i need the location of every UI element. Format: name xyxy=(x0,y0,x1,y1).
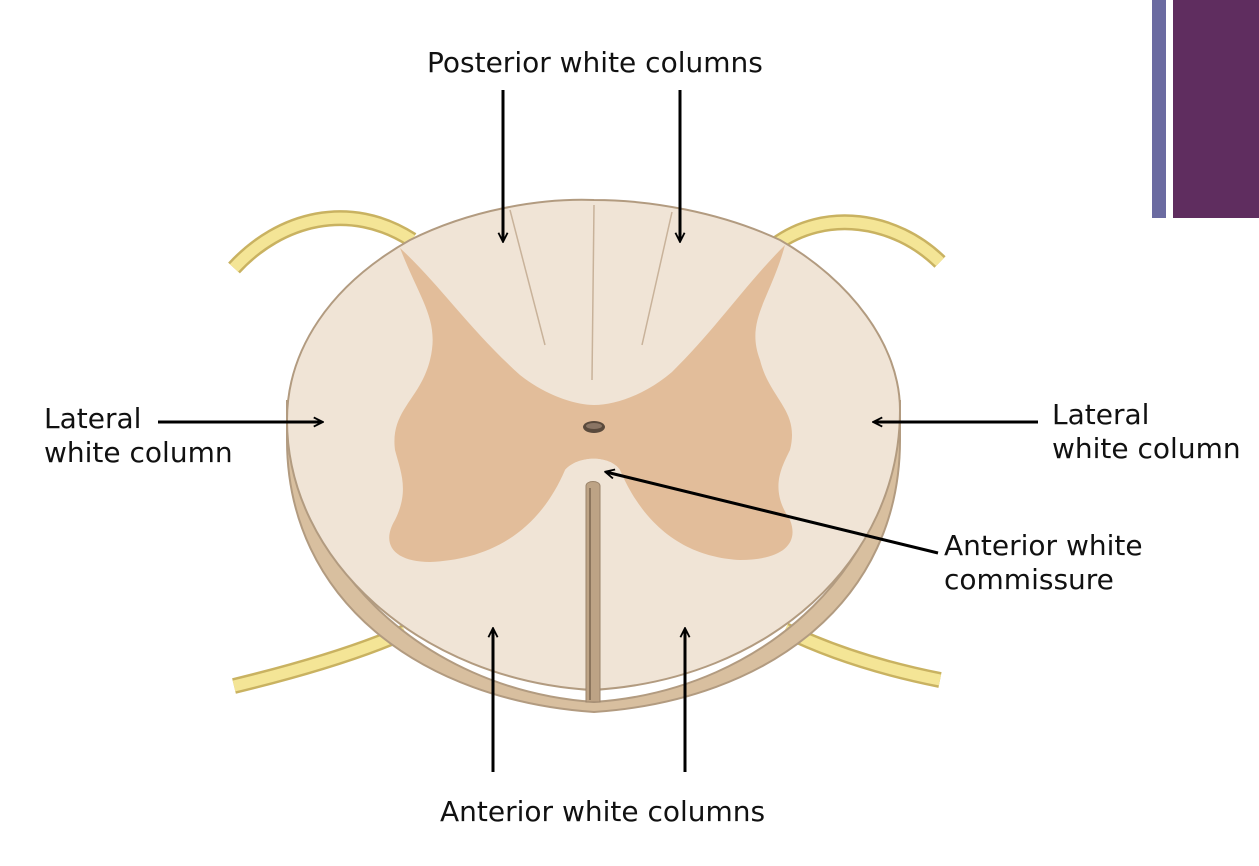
label-lateral-right-line-2: white column xyxy=(1052,432,1241,465)
gray-matter xyxy=(389,245,793,562)
label-posterior-white-columns: Posterior white columns xyxy=(427,46,763,79)
label-anterior-white-commissure: Anterior white commissure xyxy=(944,529,1143,597)
label-lateral-left-line-2: white column xyxy=(44,436,233,469)
anterior-median-fissure xyxy=(585,481,601,703)
label-lateral-left-line-1: Lateral xyxy=(44,402,142,435)
posterior-intermediate-septum-left xyxy=(509,209,546,346)
corner-accent-bar-wide xyxy=(1173,0,1259,218)
label-commissure-line-1: Anterior white xyxy=(944,529,1143,562)
posterior-intermediate-septum-right xyxy=(641,211,673,346)
label-anterior-white-columns: Anterior white columns xyxy=(440,795,766,828)
label-commissure-line-2: commissure xyxy=(944,563,1114,596)
corner-accent-bar-thin xyxy=(1152,0,1166,218)
label-lateral-white-column-right: Lateral white column xyxy=(1052,398,1241,466)
label-lateral-right-line-1: Lateral xyxy=(1052,398,1150,431)
cord-side-edge xyxy=(286,399,901,714)
posterior-median-septum xyxy=(591,204,595,381)
pointer-arrows xyxy=(158,90,1038,772)
label-lateral-white-column-left: Lateral white column xyxy=(44,402,233,470)
arrow-anterior-commissure xyxy=(606,472,939,555)
